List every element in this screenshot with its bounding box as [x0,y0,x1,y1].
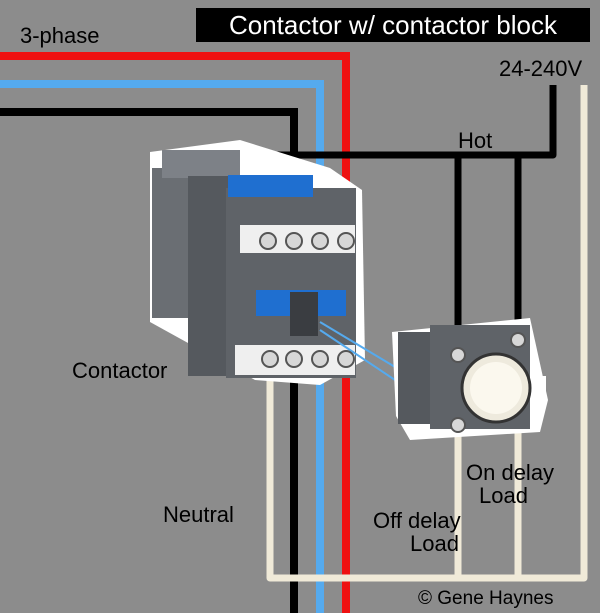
terminal-screw-icon [337,350,355,368]
three-phase-wires [0,52,350,613]
three-phase-label: 3-phase [20,23,100,48]
neutral-label: Neutral [163,502,234,527]
contactor-icon [150,140,401,385]
contactor-label: Contactor [72,358,168,383]
on-delay-label: On delay [466,460,555,485]
phase-wire-blue [0,80,324,613]
phase-wire-black [0,108,298,613]
neutral-wire [266,85,588,582]
phase-wire-red [0,52,350,613]
hot-label: Hot [458,128,493,153]
neutral-wiring [266,85,588,582]
terminal-screw-icon [285,350,303,368]
off-delay-label: Off delay [373,508,461,533]
contactor-terminals [259,232,355,368]
credit-label: © Gene Haynes [418,588,554,609]
terminal-screw-icon [261,350,279,368]
on-delay-load-label: Load [479,483,528,508]
terminal-screw-icon [337,232,355,250]
terminal-screw-icon [311,350,329,368]
terminal-screw-icon [259,232,277,250]
terminal-screw-icon [285,232,303,250]
voltage-label: 24-240V [499,56,583,81]
off-delay-load-label: Load [410,531,459,556]
terminal-screw-icon [311,232,329,250]
page-title: Contactor w/ contactor block [196,8,590,42]
timer-block-icon [392,318,548,440]
